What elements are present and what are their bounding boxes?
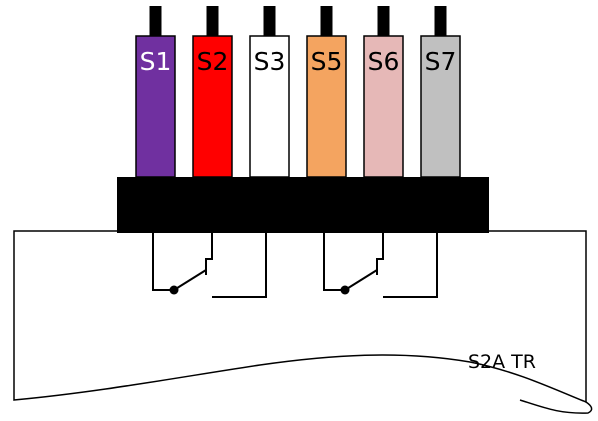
terminal-body (306, 35, 347, 178)
device-body (13, 230, 587, 404)
terminal-s2: S2 (192, 6, 233, 178)
terminal-label: S1 (140, 47, 172, 76)
switch-contact-right (323, 233, 438, 298)
terminal-label: S5 (311, 47, 343, 76)
terminal-pin (149, 6, 162, 36)
terminal-s1: S1 (135, 6, 176, 178)
terminal-pin (206, 6, 219, 36)
terminal-label: S7 (425, 47, 457, 76)
terminal-label: S6 (368, 47, 400, 76)
terminal-s6: S6 (363, 6, 404, 178)
terminal-pin (377, 6, 390, 36)
terminal-pin (263, 6, 276, 36)
terminal-body (192, 35, 233, 178)
terminal-pin (434, 6, 447, 36)
terminal-block (117, 177, 489, 233)
switch-contact-left (152, 233, 267, 298)
terminal-label: S2 (197, 47, 229, 76)
terminal-group: S1 S2 S3 S5 S6 S7 (135, 6, 461, 178)
terminal-body (420, 35, 461, 178)
terminal-label: S3 (254, 47, 286, 76)
switch-pivot-left (169, 285, 179, 295)
terminal-pin (320, 6, 333, 36)
terminal-s5: S5 (306, 6, 347, 178)
switch-pivot-right (340, 285, 350, 295)
terminal-body (135, 35, 176, 178)
terminal-s7: S7 (420, 6, 461, 178)
device-body-curl (519, 399, 593, 414)
device-label: S2A TR (468, 351, 536, 373)
terminal-s3: S3 (249, 6, 290, 178)
